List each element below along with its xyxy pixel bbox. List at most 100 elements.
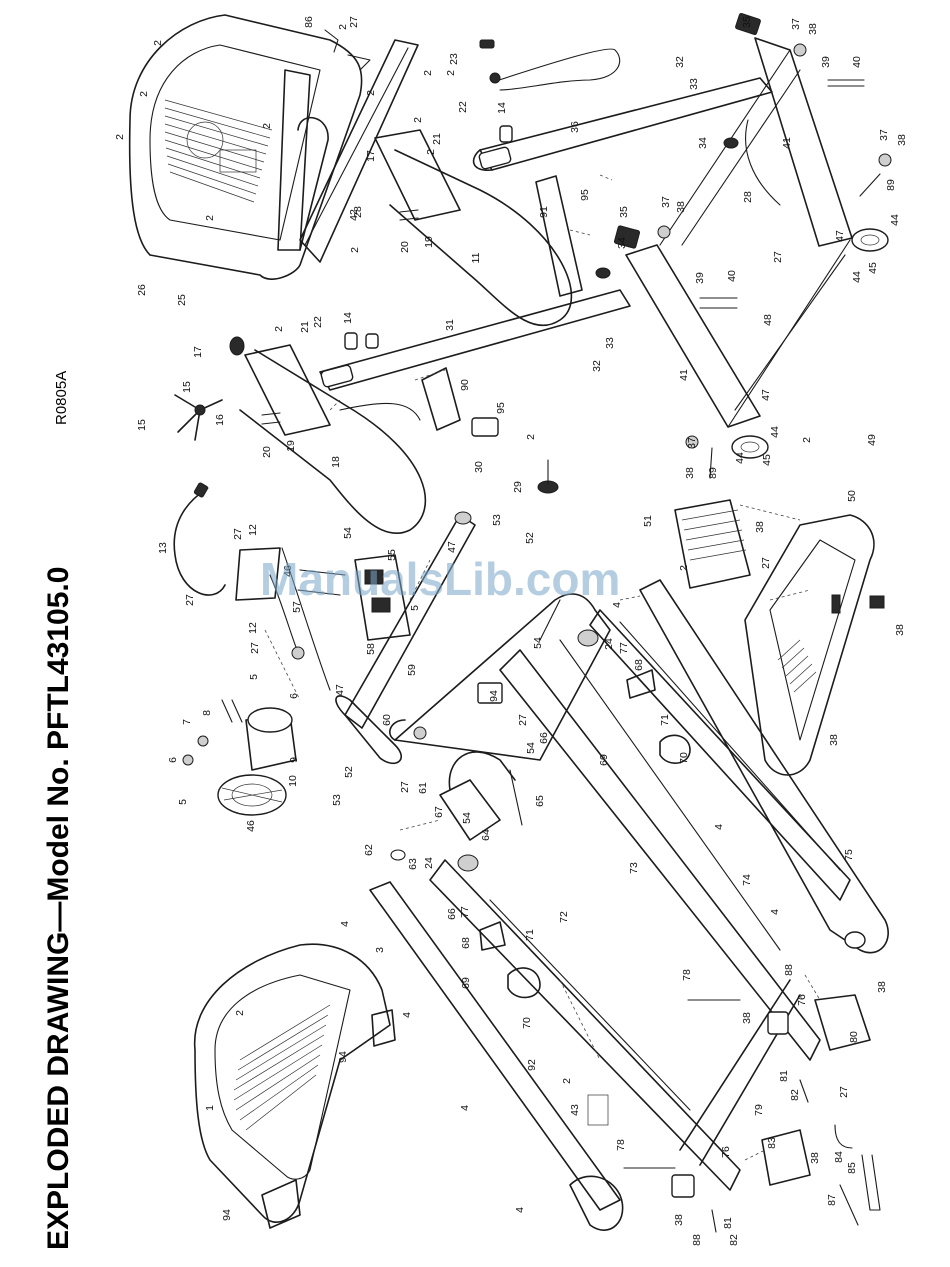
part-label: 23 xyxy=(448,53,460,65)
part-label: 38 xyxy=(809,1152,821,1164)
part-label: 38 xyxy=(741,1012,753,1024)
part-label: 51 xyxy=(642,515,654,527)
part-label: 47 xyxy=(446,541,458,553)
part-label: 71 xyxy=(659,714,671,726)
part-label: 2 xyxy=(273,326,285,332)
part-label: 40 xyxy=(726,270,738,282)
part-label: 1 xyxy=(204,1105,216,1111)
part-label: 80 xyxy=(848,1031,860,1043)
part-label: 59 xyxy=(406,664,418,676)
part-label: 87 xyxy=(826,1194,838,1206)
part-label: 57 xyxy=(291,601,303,613)
part-label: 54 xyxy=(532,637,544,649)
part-label: 28 xyxy=(742,191,754,203)
part-label: 40 xyxy=(851,56,863,68)
part-label: 44 xyxy=(769,426,781,438)
part-label: 14 xyxy=(496,102,508,114)
part-label: 38 xyxy=(828,734,840,746)
part-label: 2 xyxy=(801,437,813,443)
part-label: 27 xyxy=(232,528,244,540)
part-label: 13 xyxy=(157,542,169,554)
controller-parts xyxy=(297,554,411,641)
part-label: 2 xyxy=(445,70,457,76)
part-label: 26 xyxy=(136,284,148,296)
part-label: 92 xyxy=(526,1059,538,1071)
part-label: 14 xyxy=(342,312,354,324)
part-label: 89 xyxy=(885,179,897,191)
part-label: 72 xyxy=(558,911,570,923)
part-label: 2 xyxy=(234,1010,246,1016)
part-label: 2 xyxy=(204,215,216,221)
part-label: 46 xyxy=(282,565,294,577)
part-label: 2 xyxy=(561,1078,573,1084)
part-label: 4 xyxy=(514,1207,526,1213)
main-frame xyxy=(335,511,851,1231)
drawing-code: R0805A xyxy=(53,371,70,425)
part-label: 12 xyxy=(247,622,259,634)
part-label: 76 xyxy=(720,1146,732,1158)
part-label: 39 xyxy=(694,272,706,284)
part-label: 2 xyxy=(138,91,150,97)
part-label: 79 xyxy=(753,1104,765,1116)
part-label: 45 xyxy=(761,454,773,466)
part-label: 48 xyxy=(762,314,774,326)
part-label: 60 xyxy=(381,714,393,726)
part-label: 91 xyxy=(538,206,550,218)
part-label: 38 xyxy=(673,1214,685,1226)
part-label: 54 xyxy=(525,742,537,754)
part-label: 38 xyxy=(807,23,819,35)
part-label: 84 xyxy=(833,1151,845,1163)
part-label: 44 xyxy=(734,452,746,464)
part-label: 3 xyxy=(374,947,386,953)
handrails xyxy=(229,125,573,534)
part-label: 94 xyxy=(488,690,500,702)
part-label: 20 xyxy=(399,241,411,253)
part-label: 46 xyxy=(245,820,257,832)
part-label: 2 xyxy=(525,434,537,440)
part-label: 88 xyxy=(691,1234,703,1246)
part-label: 4 xyxy=(713,824,725,830)
part-label: 38 xyxy=(876,981,888,993)
part-label: 17 xyxy=(192,346,204,358)
part-label: 6 xyxy=(288,693,300,699)
part-label: 71 xyxy=(524,929,536,941)
part-label: 78 xyxy=(615,1139,627,1151)
part-label: 27 xyxy=(399,781,411,793)
part-label: 39 xyxy=(820,56,832,68)
part-label: 95 xyxy=(579,189,591,201)
part-label: 34 xyxy=(616,237,628,249)
part-label: 37 xyxy=(790,18,802,30)
part-label: 95 xyxy=(495,402,507,414)
part-label: 37 xyxy=(686,437,698,449)
part-label: 61 xyxy=(417,782,429,794)
part-label: 41 xyxy=(781,137,793,149)
motor-assembly xyxy=(173,394,331,816)
part-label: 62 xyxy=(363,844,375,856)
part-label: 5 xyxy=(177,799,189,805)
part-label: 52 xyxy=(343,766,355,778)
part-label: 7 xyxy=(181,719,193,725)
part-label: 21 xyxy=(299,321,311,333)
part-label: 22 xyxy=(312,316,324,328)
part-label: 35 xyxy=(618,206,630,218)
part-label: 70 xyxy=(521,1017,533,1029)
part-label: 38 xyxy=(754,521,766,533)
part-label: 55 xyxy=(386,549,398,561)
part-label: 18 xyxy=(330,456,342,468)
part-label: 76 xyxy=(796,994,808,1006)
part-label: 47 xyxy=(760,389,772,401)
part-label: 67 xyxy=(433,806,445,818)
part-label: 38 xyxy=(675,201,687,213)
part-label: 50 xyxy=(846,490,858,502)
part-label: 22 xyxy=(457,101,469,113)
part-label: 4 xyxy=(459,1105,471,1111)
part-label: 2 xyxy=(349,247,361,253)
part-label: 2 xyxy=(114,134,126,140)
part-label: 32 xyxy=(591,360,603,372)
part-label: 89 xyxy=(707,467,719,479)
part-label: 38 xyxy=(896,134,908,146)
base-frame-rear xyxy=(595,13,892,479)
part-label: 6 xyxy=(167,757,179,763)
